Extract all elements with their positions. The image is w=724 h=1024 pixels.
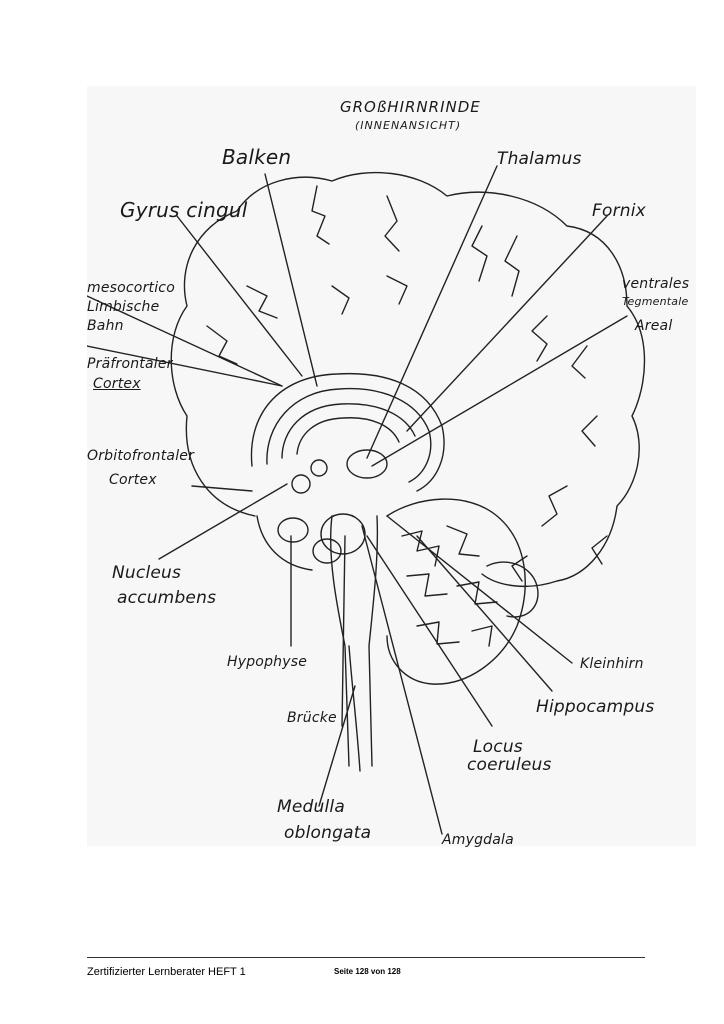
brain-diagram: GROßHIRNRINDE (INNENANSICHT) Balken Thal… [87,86,696,848]
label-thalamus: Thalamus [497,149,582,169]
label-balken: Balken [222,145,292,169]
label-fornix: Fornix [592,201,646,221]
footer-title: Zertifizierter Lernberater HEFT 1 [87,966,246,978]
label-mesocortico: mesocortico [87,280,175,296]
thalamus-shape [346,449,388,479]
label-accumbens: accumbens [117,588,217,608]
label-orbitofrontaler: Orbitofrontaler [87,448,195,464]
footer-page-number: Seite 128 von 128 [334,967,401,976]
corpus-callosum [250,372,445,492]
label-areal: Areal [635,318,673,334]
footer-divider [87,957,645,958]
label-oblongata: oblongata [284,823,372,843]
label-bruecke: Brücke [287,710,337,726]
label-praefrontaler-cortex: Cortex [93,376,141,392]
subtitle-innenansicht: (INNENANSICHT) [355,119,462,132]
brain-drawing [87,165,646,835]
label-gyrus-cingul: Gyrus cingul [120,198,248,222]
cerebrum-outline [170,171,646,588]
label-hippocampus: Hippocampus [536,697,655,717]
label-nucleus: Nucleus [112,563,182,583]
label-bahn: Bahn [87,318,124,334]
label-hypophyse: Hypophyse [227,654,308,670]
label-coeruleus: coeruleus [467,755,552,775]
label-limbische: Limbische [87,299,160,315]
label-tegmentale: Tegmentale [622,295,689,308]
cerebellum [386,498,526,685]
label-medulla: Medulla [277,797,345,817]
label-locus: Locus [473,737,523,757]
label-praefrontaler: Präfrontaler [87,356,173,372]
label-kleinhirn: Kleinhirn [580,656,644,672]
label-amygdala: Amygdala [442,832,514,848]
title-grosshirnrinde: GROßHIRNRINDE [340,98,481,116]
label-orbitofrontaler-cortex: Cortex [109,472,157,488]
label-ventrales: ventrales [622,276,690,292]
